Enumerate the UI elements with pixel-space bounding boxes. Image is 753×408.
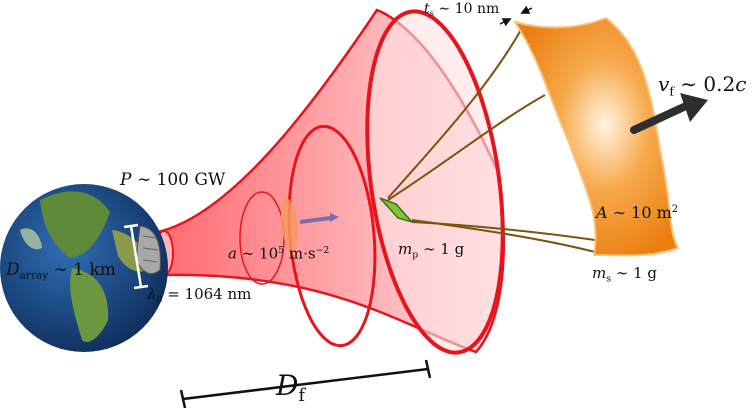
light-sail	[512, 16, 680, 257]
label-power: P ∼ 100 GW	[120, 170, 226, 190]
probe-chip	[379, 197, 415, 224]
mini-arrow-icon	[299, 216, 331, 224]
label-sail-thickness: ts ∼ 10 nm	[424, 1, 500, 20]
label-sail-mass: ms ∼ 1 g	[592, 264, 658, 285]
laser-array-icon	[135, 225, 161, 275]
thickness-marker	[499, 5, 533, 27]
beam-exit-ring	[365, 9, 505, 355]
label-acceleration: a ∼ 105 m·s−2	[228, 244, 330, 263]
label-focal-distance: Df	[276, 369, 305, 407]
label-sail-area: A ∼ 10 m2	[596, 203, 679, 222]
sail-body	[512, 16, 680, 257]
array-diameter-bar	[123, 223, 149, 290]
label-wavelength: λ0 = 1064 nm	[147, 285, 252, 306]
focal-distance-bar	[179, 359, 432, 408]
laser-beam	[154, 8, 506, 355]
arrow-right-icon	[630, 93, 708, 134]
label-array-diameter: Darray ∼ 1 km	[6, 260, 116, 282]
tethers	[387, 27, 596, 253]
label-probe-mass: mp ∼ 1 g	[398, 240, 465, 261]
label-velocity: vf ∼ 0.2c	[658, 72, 747, 99]
accelerating-sail	[280, 196, 339, 256]
